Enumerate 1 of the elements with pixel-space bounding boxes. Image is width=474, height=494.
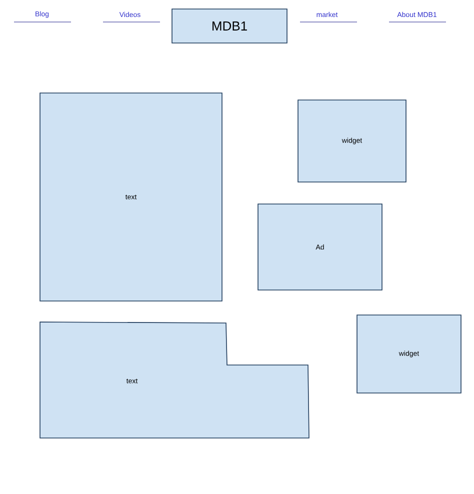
title-box: MDB1 [172, 8, 288, 44]
